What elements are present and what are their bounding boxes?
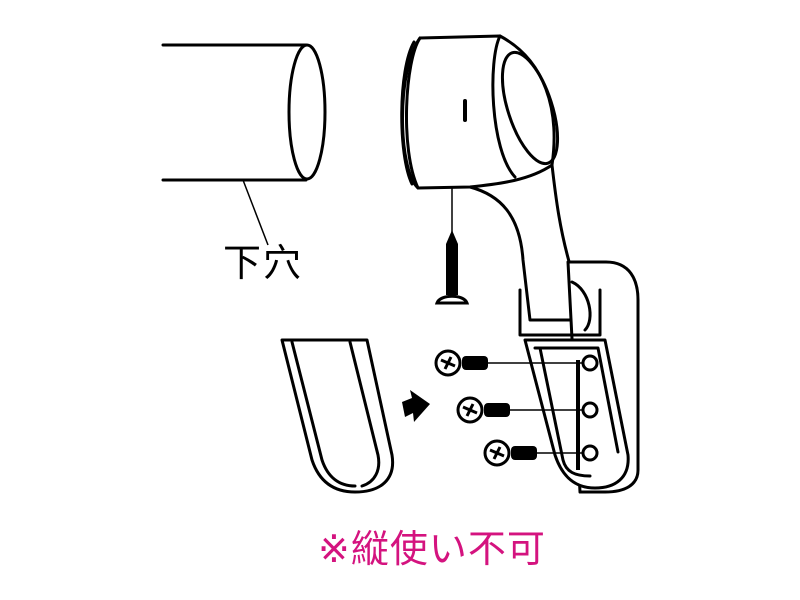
cover-cap-illustration (280, 338, 395, 494)
bracket-screw-3 (483, 439, 583, 467)
pipe-illustration (161, 43, 327, 246)
pilot-hole-label: 下穴 (223, 241, 304, 285)
holder-bracket-illustration (523, 338, 630, 490)
bracket-screw-2 (456, 396, 583, 424)
wood-screw-illustration (434, 188, 470, 305)
bracket-screws (434, 349, 583, 467)
vertical-use-prohibited-note: ※縦使い不可 (318, 527, 546, 571)
bracket-screw-1 (434, 349, 583, 377)
direction-arrow-icon (402, 390, 430, 422)
